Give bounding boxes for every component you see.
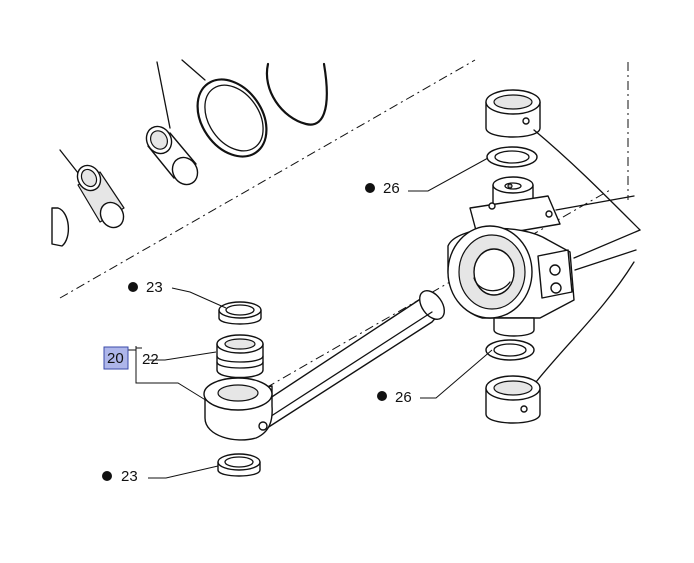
callout-20: 20 [103,346,129,370]
left-bushing [76,164,125,229]
callout-label-22: 22 [142,351,159,368]
large-ring [196,78,268,158]
callout-label-lower-26: 26 [395,389,412,406]
upper-left-parts [51,59,328,247]
callout-upper-26: 26 [365,180,400,197]
callout-bottom-23: 23 [102,468,138,485]
callout-label-20: 20 [107,350,124,367]
tie-rod [251,289,446,431]
lower-bushing [485,375,541,424]
lower-ring [485,339,535,361]
callout-label-upper-26: 26 [383,180,400,197]
axis-lines [59,59,629,398]
callout-label-bottom-23: 23 [121,468,138,485]
callout-lower-26: 26 [377,389,412,406]
rod-eye [203,377,273,441]
housing-assembly [447,89,641,383]
callout-22: 22 [136,347,159,368]
bearing-22 [216,334,264,379]
callout-label-top-23: 23 [146,279,163,296]
callout-top-23: 23 [128,279,163,296]
bottom-washer-23 [217,453,261,477]
upper-bushing [485,89,541,138]
top-washer-23 [218,301,262,325]
sleeve [145,125,199,186]
upper-ring [486,146,538,168]
